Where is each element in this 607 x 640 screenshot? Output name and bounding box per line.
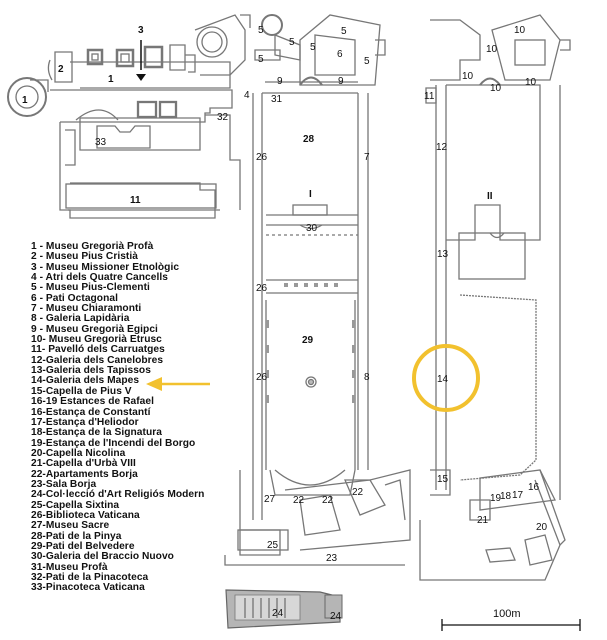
legend-item: 5 - Museu Pius-Clementi (31, 282, 150, 294)
room-label-22a: 22 (293, 495, 305, 506)
room-label-22b: 22 (322, 495, 334, 506)
legend-item: 3 - Museu Missioner Etnològic (31, 261, 180, 273)
plan-walls (7, 14, 251, 219)
legend-item: 27-Museu Sacre (31, 520, 110, 532)
legend-item: 31-Museu Profà (31, 561, 108, 573)
room-label-13: 13 (437, 249, 449, 260)
room-label-5c: 5 (258, 54, 264, 65)
room-label-10a: 10 (514, 25, 526, 36)
room-label-26b: 26 (256, 283, 268, 294)
legend-item: 7 - Museu Chiaramonti (31, 303, 142, 315)
room-label-26c: 26 (256, 372, 268, 383)
legend-item: 11- Pavelló dels Carruatges (31, 344, 165, 356)
room-label-24a: 24 (272, 608, 284, 619)
room-label-11b: 11 (424, 91, 435, 102)
highlight-circle (412, 344, 480, 412)
legend-item: 22-Apartaments Borja (31, 468, 138, 480)
legend-item: 21-Capella d'Urbà VIII (31, 458, 136, 470)
room-labels: 3 2 1 1 4 31 32 33 11 5 5 5 5 5 5 6 9 9 … (22, 25, 548, 622)
legend-item: 8 - Galeria Lapidària (31, 313, 130, 325)
room-label-1-rotunda: 1 (22, 95, 28, 106)
room-label-4: 4 (244, 90, 250, 101)
room-label-16: 16 (528, 482, 540, 493)
legend-item: 32-Pati de la Pinacoteca (31, 572, 149, 583)
legend-item: 23-Sala Borja (31, 478, 97, 490)
legend-item: 19-Estança de l'Incendi del Borgo (31, 437, 196, 449)
room-label-33: 33 (95, 137, 107, 148)
room-label-10c: 10 (462, 71, 474, 82)
legend-item: 24-Col·lecció d'Art Religiós Modern (31, 489, 205, 501)
room-label-10d: 10 (490, 83, 502, 94)
legend-item: 10- Museu Gregorià Etrusc (31, 334, 162, 346)
room-label-25: 25 (267, 540, 279, 551)
legend-item: 4 - Atri dels Quatre Cancells (31, 272, 168, 284)
plan-floor-1 (224, 14, 411, 566)
legend-item: 16-Estança de Constantí (31, 406, 151, 418)
room-label-12: 12 (436, 142, 448, 153)
legend-item: 17-Estança d'Heliodor (31, 416, 139, 428)
legend-item: 25-Capella Sixtina (31, 499, 120, 511)
floor-marker-1: I (309, 189, 312, 200)
room-label-8: 8 (364, 372, 370, 383)
legend-item: 30-Galeria del Braccio Nuovo (31, 551, 174, 563)
legend-item: 13-Galeria dels Tapissos (31, 365, 151, 377)
arrow-down-icon (136, 40, 146, 81)
legend-item: 28-Pati de la Pinya (31, 530, 122, 542)
room-label-10e: 10 (525, 77, 537, 88)
room-label-30: 30 (306, 223, 318, 234)
room-label-5a: 5 (258, 25, 264, 36)
legend-item: 16-19 Estances de Rafael (31, 396, 154, 408)
room-label-2: 2 (58, 64, 64, 75)
room-label-19: 19 (490, 493, 502, 504)
legend-item: 20-Capella Nicolina (31, 447, 126, 459)
highlight-arrow-icon (146, 377, 210, 391)
room-label-18: 18 (500, 491, 512, 502)
building-24 (225, 589, 343, 629)
room-label-27: 27 (264, 494, 276, 505)
room-label-28: 28 (303, 134, 315, 145)
room-label-7: 7 (364, 152, 370, 163)
room-label-9a: 9 (277, 76, 283, 87)
room-label-17: 17 (512, 490, 524, 501)
room-label-15: 15 (437, 474, 449, 485)
room-label-23: 23 (326, 553, 338, 564)
scale-bar: 100m (441, 608, 581, 631)
room-label-22c: 22 (352, 487, 364, 498)
floor-marker-2: II (487, 191, 493, 202)
room-label-1: 1 (108, 74, 114, 85)
room-label-24b: 24 (330, 611, 342, 622)
legend-item: 15-Capella de Pius V (31, 385, 132, 397)
room-label-3: 3 (138, 25, 144, 36)
room-label-5d: 5 (310, 42, 316, 53)
scale-label: 100m (493, 608, 521, 620)
room-label-31: 31 (271, 94, 283, 105)
legend-item-highlighted: 14-Galeria dels Mapes (31, 375, 140, 387)
room-label-5b: 5 (289, 37, 295, 48)
room-label-26a: 26 (256, 152, 268, 163)
legend-item: 12-Galeria dels Canelobres (31, 354, 164, 366)
room-label-11: 11 (130, 195, 141, 206)
room-label-20: 20 (536, 522, 548, 533)
legend-item: 18-Estança de la Signatura (31, 427, 162, 439)
room-label-14: 14 (437, 374, 449, 385)
legend-item: 26-Biblioteca Vaticana (31, 509, 140, 521)
room-label-6: 6 (337, 49, 343, 60)
legend-item: 9 - Museu Gregorià Egipci (31, 323, 158, 335)
room-label-21: 21 (477, 515, 489, 526)
room-label-5f: 5 (364, 56, 370, 67)
legend-item: 33-Pinacoteca Vaticana (31, 582, 145, 594)
room-label-9b: 9 (338, 76, 344, 87)
room-label-32: 32 (217, 112, 229, 123)
room-label-5e: 5 (341, 26, 347, 37)
plan-floor-2 (419, 14, 571, 581)
legend-item: 1 - Museu Gregorià Profà (31, 241, 154, 252)
legend: 1 - Museu Gregorià Profà 2 - Museu Pius … (31, 241, 205, 594)
legend-item: 29-Pati del Belvedere (31, 540, 135, 552)
legend-item: 6 - Pati Octagonal (31, 292, 118, 304)
legend-item: 2 - Museu Pius Cristià (31, 251, 138, 263)
room-label-10b: 10 (486, 44, 498, 55)
room-label-29: 29 (302, 335, 314, 346)
